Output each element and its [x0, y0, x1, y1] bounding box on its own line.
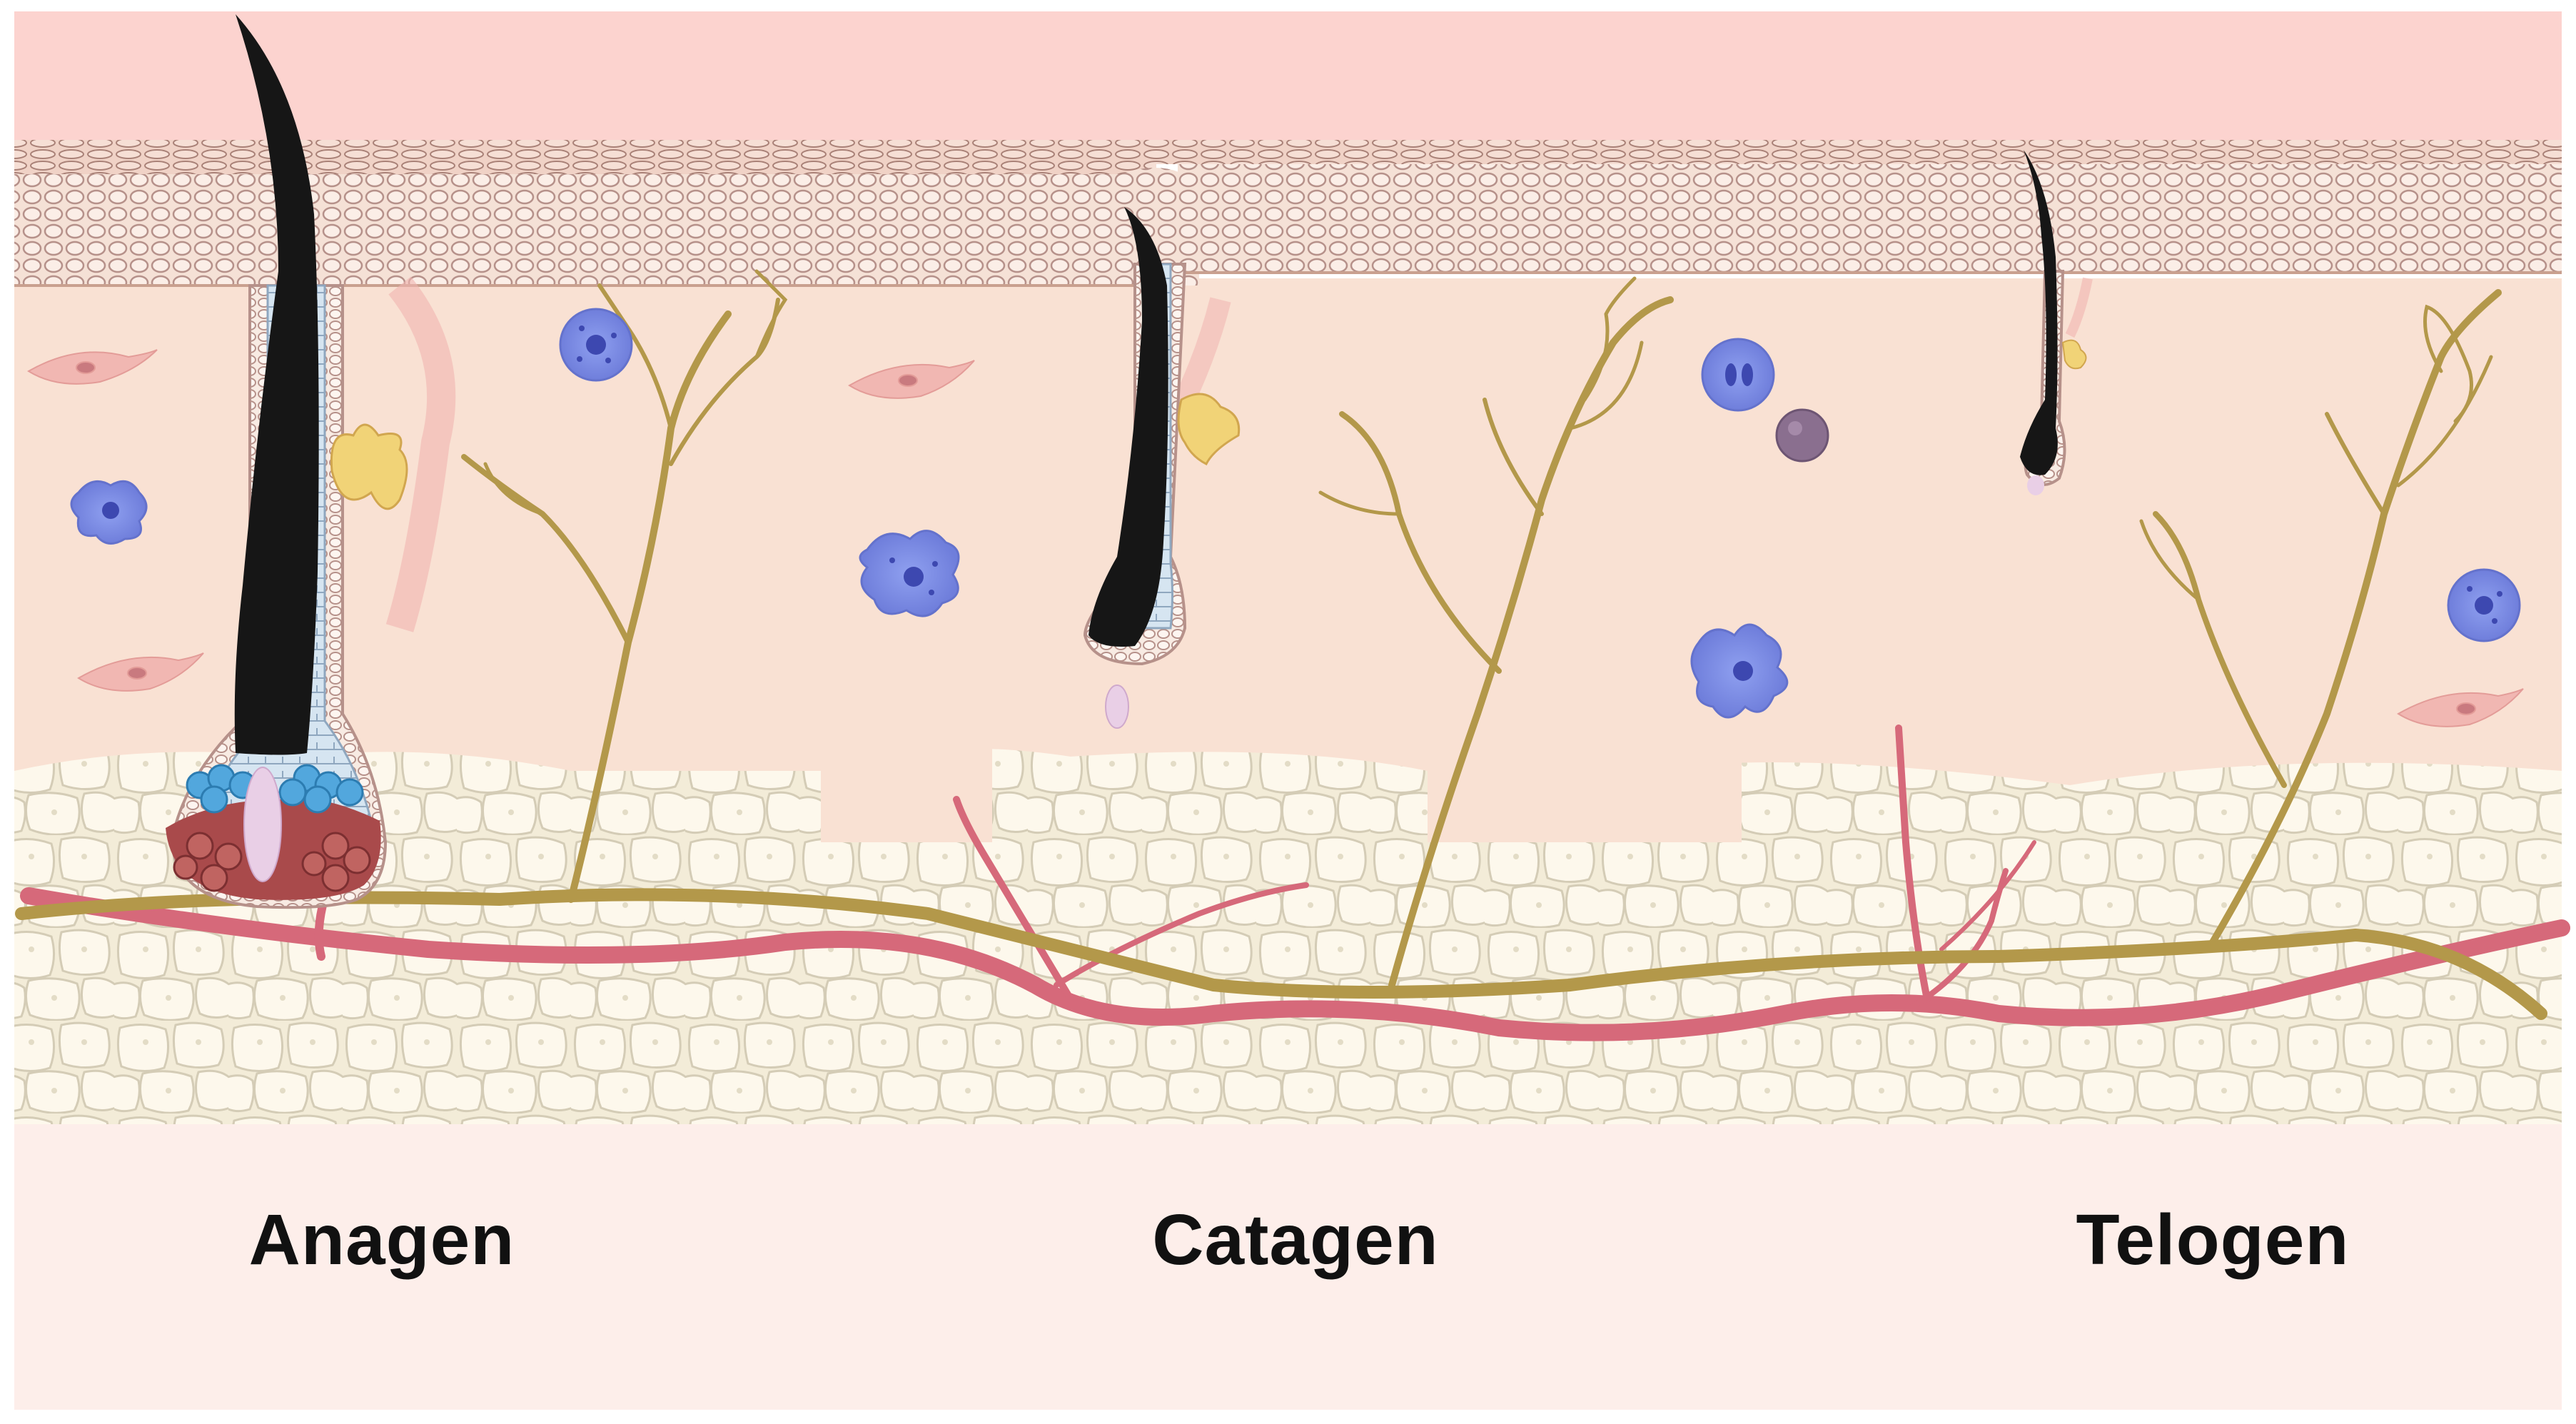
telogen-follicle	[2020, 150, 2093, 495]
catagen-follicle	[1083, 207, 1241, 729]
fat-tissue	[14, 748, 2562, 1124]
epidermis-layer	[14, 140, 2562, 287]
immune-cells	[70, 308, 2521, 719]
label-telogen: Telogen	[2076, 1200, 2350, 1280]
label-catagen: Catagen	[1152, 1200, 1439, 1280]
blood-vessel	[20, 724, 2570, 1041]
nerve-network	[15, 269, 2547, 1020]
label-anagen: Anagen	[248, 1200, 515, 1280]
skin-surface-band	[14, 11, 2562, 140]
footer-band	[14, 1124, 2562, 1410]
anagen-follicle	[166, 14, 456, 909]
fibroblast-cells	[27, 349, 2524, 727]
